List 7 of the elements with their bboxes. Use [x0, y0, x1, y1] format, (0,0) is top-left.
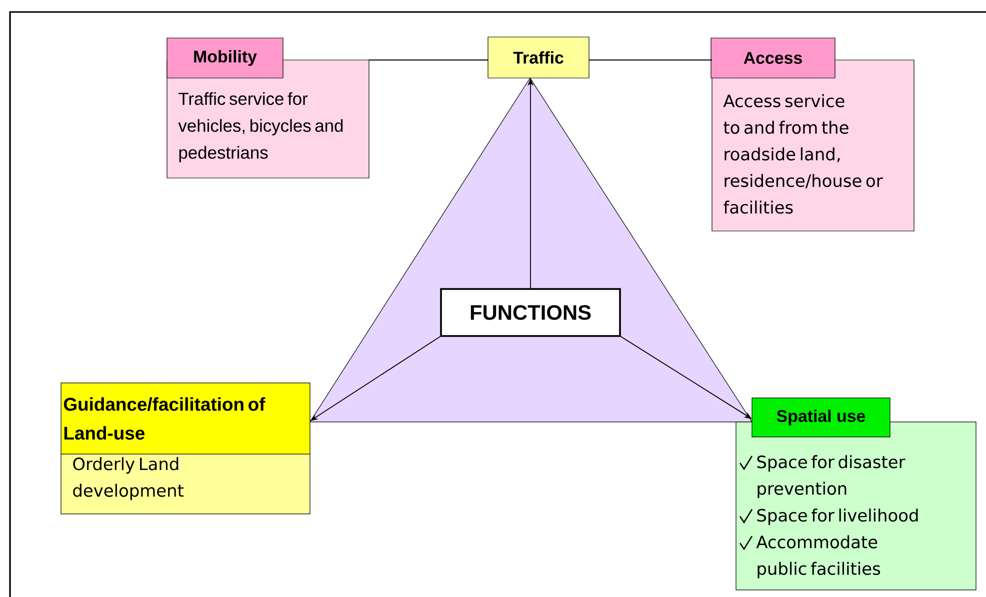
labeled-card: Access Access service to and from the roadside land, residence/house or facilities — [710, 38, 914, 232]
label-box: Traffic — [488, 36, 590, 78]
title-box: FUNCTIONS — [440, 288, 621, 337]
labeled-card: Mobility Traffic service for vehicles, bicycles and pedestrians — [166, 38, 370, 178]
node-label: Orderly Land development — [73, 457, 184, 500]
labeled-card: Guidance/facilitation of Land-use Orderly Land development — [60, 382, 310, 514]
labeled-card: Spatial use Space for disaster prevention Space for livelihood Accommodate public facilities — [736, 398, 976, 590]
